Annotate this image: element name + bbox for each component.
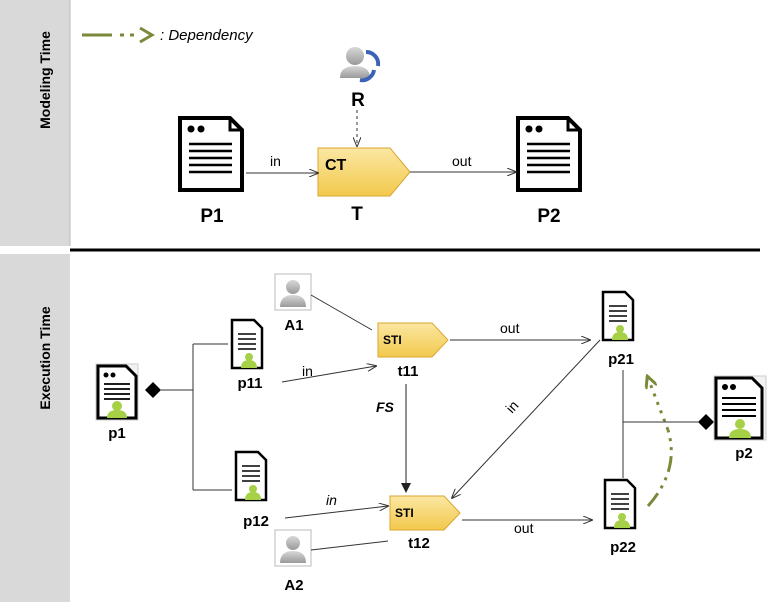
execution-time-label: Execution Time: [37, 306, 53, 409]
task-ct-badge: CT: [325, 157, 347, 174]
composition-diamond-p1: [145, 382, 161, 398]
execution-time-band: [0, 254, 70, 602]
task-t12-label: t12: [408, 535, 430, 552]
doc-p2-exec-icon: [713, 375, 767, 441]
actor-a2-label: A2: [284, 577, 303, 594]
doc-p11-label: p11: [237, 375, 262, 392]
doc-p11-icon: [230, 318, 264, 370]
doc-p1-label: P1: [200, 206, 224, 227]
actor-a1-icon: [274, 273, 312, 311]
modeling-time-band: [0, 0, 70, 246]
dependency-p22-p21: [646, 429, 673, 507]
task-ct-shape: [317, 147, 411, 197]
doc-p1-exec-icon: [95, 363, 139, 421]
role-r-icon: [340, 47, 381, 83]
doc-p12-icon: [234, 450, 268, 502]
actor-a1-label: A1: [284, 317, 303, 334]
edge-in-t12-label: in: [326, 492, 337, 508]
task-t12-shape: [389, 495, 461, 531]
role-r-label: R: [351, 90, 365, 111]
task-t11-label: t11: [398, 363, 419, 380]
legend: : Dependency: [82, 26, 254, 44]
edge-out-t12-label: out: [514, 520, 534, 536]
doc-p12-label: p12: [243, 513, 269, 530]
dependency-arrow-icon: [139, 26, 155, 44]
edge-in-t11-label: in: [302, 363, 313, 379]
doc-p2-label: P2: [537, 206, 560, 227]
task-t-label: T: [351, 204, 363, 225]
doc-p2-icon: [516, 116, 582, 192]
task-t11-badge: STI: [383, 333, 402, 347]
task-t12-badge: STI: [395, 506, 414, 520]
edge-out-label: out: [452, 153, 472, 169]
edge-in-p21-label: in: [502, 397, 521, 416]
actor-a2-icon: [274, 529, 312, 567]
doc-p1-exec-label: p1: [108, 425, 126, 442]
doc-p1-icon: [178, 116, 244, 192]
doc-p2-exec-label: p2: [735, 445, 753, 462]
modeling-time-label: Modeling Time: [37, 31, 53, 129]
legend-text: : Dependency: [160, 27, 254, 44]
edge-out-t11-label: out: [500, 320, 520, 336]
doc-p21-label: p21: [608, 351, 634, 368]
edge-in-label: in: [270, 153, 281, 169]
fs-label: FS: [376, 399, 395, 415]
composition-diamond-p2: [698, 414, 714, 430]
doc-p22-icon: [603, 478, 637, 530]
doc-p22-label: p22: [610, 539, 636, 556]
task-t11-shape: [377, 322, 449, 358]
doc-p21-icon: [601, 290, 635, 342]
